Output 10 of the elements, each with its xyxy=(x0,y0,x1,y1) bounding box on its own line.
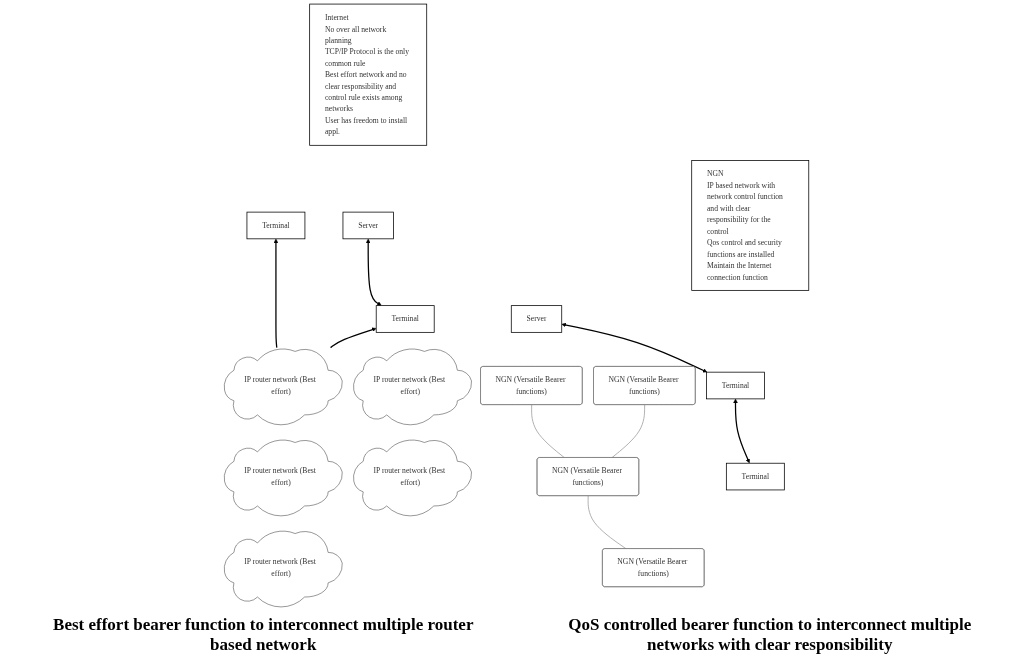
arrow xyxy=(561,322,708,373)
connector xyxy=(611,404,646,459)
caption-text: QoS controlled bearer function to interconnect multiple networks with clear responsibility xyxy=(567,615,973,655)
connector xyxy=(587,495,627,550)
arrow xyxy=(273,238,279,349)
arrow xyxy=(733,398,750,464)
arrow xyxy=(329,327,377,349)
arrow xyxy=(365,238,382,306)
caption-text: Best effort bearer function to interconnect multiple router based network xyxy=(52,615,475,655)
connector xyxy=(531,404,565,459)
